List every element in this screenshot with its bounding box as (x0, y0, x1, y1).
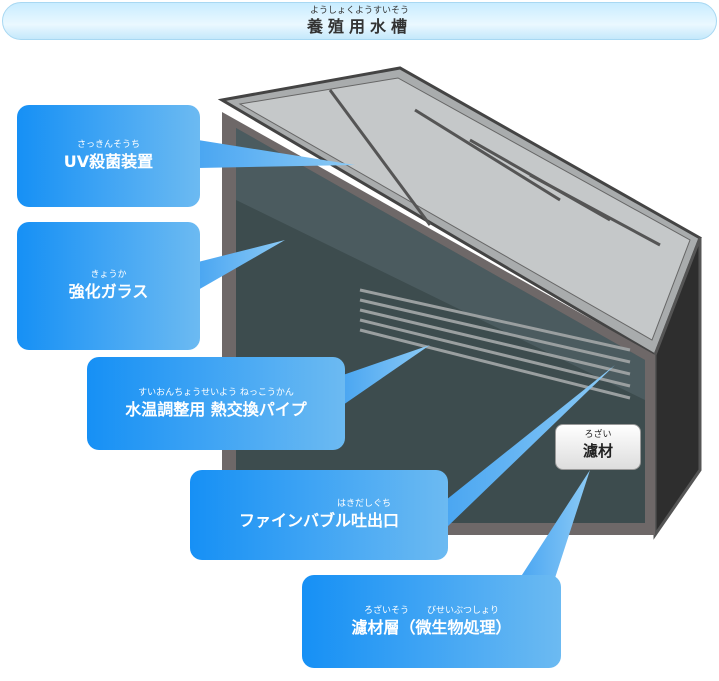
callout-label: UV殺菌装置 (63, 152, 154, 171)
callout-ruby: さっきんそうち (76, 140, 140, 150)
title-ruby: ようしょくようすいそう (309, 6, 409, 16)
callout-ruby: きょうか (90, 270, 127, 280)
callout-ruby: はきだしぐち (336, 499, 391, 509)
title-banner: ようしょくようすいそう 養殖用水槽 (2, 2, 717, 40)
pointer-bubble (446, 365, 615, 528)
pointer-pipe (343, 345, 430, 405)
callout-uv-sterilizer: さっきんそうち UV殺菌装置 (17, 105, 200, 207)
pointer-uv (198, 140, 355, 168)
callout-label: ファインバブル吐出口 (238, 511, 399, 530)
lid-glass (238, 77, 691, 341)
callout-filter-layer: ろざいそう びせいぶつしょり 濾材層（微生物処理） (302, 575, 561, 668)
pointer-glass (198, 240, 285, 290)
page-title: 養殖用水槽 (306, 17, 412, 36)
tag-label: 濾材 (582, 442, 613, 460)
callout-label: 強化ガラス (68, 282, 149, 301)
callout-label: 水温調整用 熱交換パイプ (125, 399, 307, 419)
callout-tempered-glass: きょうか 強化ガラス (17, 222, 200, 350)
pointer-filter (520, 470, 590, 578)
tag-ruby: ろざい (584, 430, 612, 440)
callout-ruby: ろざいそう びせいぶつしょり (363, 605, 499, 616)
callout-heat-exchange-pipe: すいおんちょうせいよう ねっこうかん 水温調整用 熱交換パイプ (87, 357, 345, 450)
callout-ruby: すいおんちょうせいよう ねっこうかん (138, 387, 294, 398)
callout-fine-bubble-outlet: はきだしぐち ファインバブル吐出口 (190, 470, 448, 560)
heat-exchange-pipes (359, 288, 631, 400)
callout-label: 濾材層（微生物処理） (351, 617, 512, 637)
filter-media-tag: ろざい 濾材 (555, 424, 641, 470)
